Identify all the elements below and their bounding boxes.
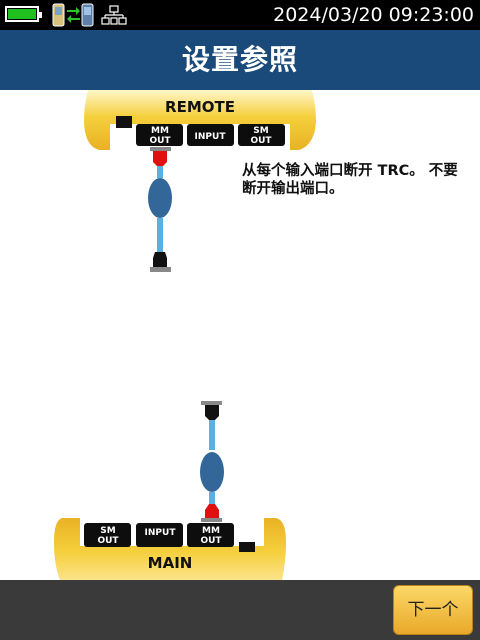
main-label: MAIN <box>148 554 193 572</box>
svg-text:MM: MM <box>151 126 169 136</box>
connection-diagram: REMOTE MM OUT INPUT SM OUT <box>54 90 316 580</box>
main-port-mm-out: MM OUT <box>187 523 234 547</box>
remote-port-input: INPUT <box>187 124 234 146</box>
remote-port-sm-out: SM OUT <box>238 124 285 146</box>
svg-text:OUT: OUT <box>97 536 119 546</box>
remote-port-mm-out: MM OUT <box>136 124 183 146</box>
remote-trc-cable <box>148 147 172 272</box>
page-title: 设置参照 <box>181 43 298 76</box>
remote-label: REMOTE <box>165 98 235 116</box>
svg-text:OUT: OUT <box>250 136 272 146</box>
title-bar: 设置参照 <box>0 30 480 90</box>
main-trc-cable <box>200 401 224 522</box>
svg-text:SM: SM <box>100 526 115 536</box>
svg-text:MM: MM <box>202 526 220 536</box>
main-port-sm-out: SM OUT <box>84 523 131 547</box>
remote-unit: REMOTE MM OUT INPUT SM OUT <box>84 90 316 150</box>
next-button[interactable]: 下一个 <box>393 585 473 635</box>
instruction-text: 从每个输入端口断开 TRC。 不要断开输出端口。 <box>242 163 458 197</box>
status-bar: 2024/03/20 09:23:00 <box>0 0 480 30</box>
device-link-icon <box>52 3 94 27</box>
network-icon <box>101 5 127 25</box>
main-port-input: INPUT <box>136 523 183 547</box>
main-unit: SM OUT INPUT MM OUT MAIN <box>54 518 286 580</box>
content-area: REMOTE MM OUT INPUT SM OUT <box>0 90 480 580</box>
svg-text:OUT: OUT <box>149 136 171 146</box>
svg-text:INPUT: INPUT <box>195 132 227 142</box>
svg-text:INPUT: INPUT <box>145 528 177 538</box>
svg-text:OUT: OUT <box>200 536 222 546</box>
datetime-text: 2024/03/20 09:23:00 <box>273 4 474 26</box>
svg-text:SM: SM <box>253 126 268 136</box>
footer-bar: 下一个 <box>0 580 480 640</box>
battery-icon <box>5 6 42 22</box>
